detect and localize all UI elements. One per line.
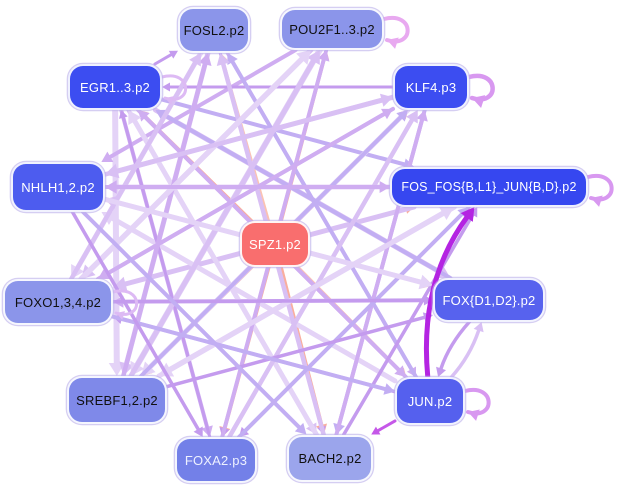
edge xyxy=(586,173,614,202)
node-fosl2[interactable]: FOSL2.p2 xyxy=(178,7,250,53)
edge xyxy=(81,210,302,430)
edge xyxy=(128,58,316,379)
edge xyxy=(165,315,426,389)
node-label: FOSL2.p2 xyxy=(183,22,245,38)
node-label: FOX{D1,D2}.p2 xyxy=(442,292,536,308)
node-klf4[interactable]: KLF4.p3 xyxy=(393,64,469,110)
node-jun[interactable]: JUN.p2 xyxy=(395,377,465,425)
arrowhead-icon xyxy=(439,206,455,220)
edge xyxy=(102,97,384,177)
arrowhead-icon xyxy=(383,383,395,395)
node-foxd1d2[interactable]: FOX{D1,D2}.p2 xyxy=(433,278,545,322)
edge xyxy=(376,419,397,433)
arrowhead-icon xyxy=(380,108,393,120)
arrowhead-icon xyxy=(460,207,475,222)
edge xyxy=(78,56,305,282)
edge xyxy=(230,59,419,379)
arrowhead-icon xyxy=(116,311,125,320)
arrowhead-icon xyxy=(193,426,203,437)
node-foxo134[interactable]: FOXO1,3,4.p2 xyxy=(3,279,113,325)
node-bach2[interactable]: BACH2.p2 xyxy=(287,434,373,482)
arrowhead-icon xyxy=(162,82,170,92)
edge xyxy=(108,48,298,159)
arrowhead-icon xyxy=(101,151,114,163)
node-label: SREBF1,2.p2 xyxy=(76,392,158,408)
edge xyxy=(162,113,453,280)
edge xyxy=(111,314,387,392)
edge xyxy=(463,387,491,416)
node-foxa2[interactable]: FOXA2.p3 xyxy=(175,437,257,483)
arrowhead-icon xyxy=(216,53,230,67)
edge xyxy=(227,117,415,440)
edge xyxy=(70,210,200,431)
node-egr1[interactable]: EGR1..3.p2 xyxy=(68,64,162,110)
node-pou2f1[interactable]: POU2F1..3.p2 xyxy=(280,8,384,50)
node-label: NHLH1,2.p2 xyxy=(21,179,95,195)
arrowhead-icon xyxy=(128,110,142,126)
node-label: BACH2.p2 xyxy=(298,450,362,466)
node-label: POU2F1..3.p2 xyxy=(289,21,375,37)
node-label: JUN.p2 xyxy=(407,393,453,409)
edge xyxy=(132,118,319,437)
arrowhead-icon xyxy=(418,274,433,290)
arrowhead-icon xyxy=(472,95,486,109)
node-label: KLF4.p3 xyxy=(405,79,457,95)
arrowhead-icon xyxy=(296,50,311,65)
edge xyxy=(156,210,446,379)
edge xyxy=(439,320,472,371)
edge xyxy=(466,73,495,102)
arrowhead-icon xyxy=(473,322,484,333)
arrowhead-icon xyxy=(138,110,150,122)
node-label: FOXA2.p3 xyxy=(184,452,248,468)
arrowhead-icon xyxy=(227,53,238,66)
arrowhead-icon xyxy=(198,53,212,67)
arrowhead-icon xyxy=(406,110,418,124)
arrowhead-icon xyxy=(396,110,408,122)
edge xyxy=(112,107,120,366)
arrowhead-icon xyxy=(436,366,447,377)
arrowhead-icon xyxy=(371,426,381,435)
arrowhead-icon xyxy=(118,110,128,119)
edge xyxy=(95,112,386,281)
node-label: SPZ1.p2 xyxy=(249,236,301,252)
edge xyxy=(237,212,464,439)
edge xyxy=(342,213,475,437)
edge xyxy=(111,298,426,304)
node-spz1[interactable]: SPZ1.p2 xyxy=(240,221,310,267)
edge xyxy=(382,15,410,44)
arrowhead-icon xyxy=(294,422,307,435)
arrowhead-icon xyxy=(168,50,178,59)
arrowhead-icon xyxy=(317,50,330,62)
node-label: FOXO1,3,4.p2 xyxy=(14,294,102,310)
node-fosfos[interactable]: FOS_FOS{B,L1}_JUN{B,D}.p2 xyxy=(390,167,588,207)
node-srebf12[interactable]: SREBF1,2.p2 xyxy=(67,376,167,424)
arrowhead-icon xyxy=(468,409,480,421)
arrowhead-icon xyxy=(416,110,428,122)
arrowhead-icon xyxy=(591,195,603,207)
arrowhead-icon xyxy=(189,53,201,67)
edge xyxy=(449,328,481,379)
arrowhead-icon xyxy=(387,37,399,49)
edge xyxy=(153,53,173,66)
node-nhlh12[interactable]: NHLH1,2.p2 xyxy=(11,162,105,212)
arrowhead-icon xyxy=(306,50,320,66)
node-label: EGR1..3.p2 xyxy=(80,79,150,95)
edge xyxy=(121,116,212,439)
arrowhead-icon xyxy=(379,93,393,107)
node-label: FOS_FOS{B,L1}_JUN{B,D}.p2 xyxy=(401,180,577,194)
arrowhead-icon xyxy=(165,96,174,105)
arrowhead-icon xyxy=(379,181,390,193)
